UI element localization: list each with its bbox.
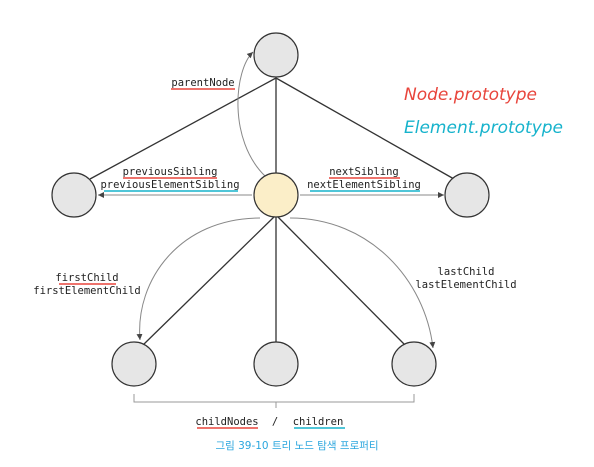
parent-node-arrow [237,51,266,177]
middle-child-node-circle [253,341,299,387]
tree-nodes [51,32,490,387]
edge-current-last-child [275,214,406,346]
current-node-circle [253,172,299,218]
previous-sibling-node-circle [51,172,97,218]
first-child-node-circle [111,341,157,387]
figure-caption: 그림 39-10 트리 노드 탐색 프로퍼티 [215,440,378,452]
parent-node-label: parentNode [171,77,234,89]
last-element-child-label: lastElementChild [415,279,516,291]
previous-sibling-label: previousSibling [123,166,218,178]
child-nodes-label: childNodes [195,416,258,428]
legend-node-prototype: Node.prototype [404,85,537,105]
first-element-child-label: firstElementChild [33,285,140,297]
next-sibling-label: nextSibling [329,166,399,178]
previous-element-sibling-label: previousElementSibling [100,179,239,191]
children-bracket [133,394,415,408]
legend-element-prototype: Element.prototype [404,118,563,138]
children-label: children [293,416,344,428]
first-child-arrow [136,217,261,341]
last-child-arrow [289,217,436,349]
edge-parent-prev [89,77,277,180]
parent-node-circle [253,32,299,78]
edge-current-first-child [142,214,277,346]
last-child-node-circle [391,341,437,387]
next-element-sibling-label: nextElementSibling [307,179,421,191]
first-child-label: firstChild [55,272,118,284]
slash-separator: / [272,416,278,428]
last-child-label: lastChild [438,266,495,278]
tree-edges [89,77,455,346]
edge-parent-next [275,77,455,180]
navigation-arrows [98,51,444,349]
next-sibling-node-circle [444,172,490,218]
